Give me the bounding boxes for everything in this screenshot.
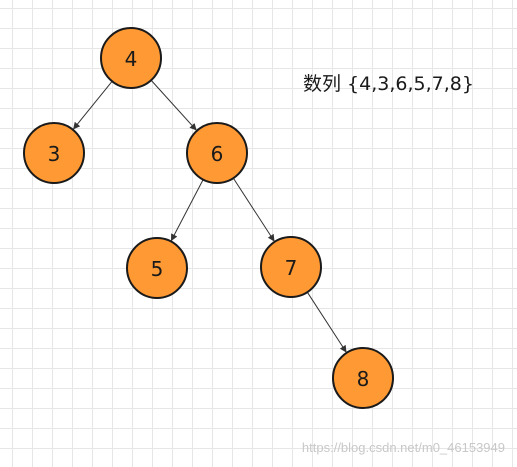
tree-node-3: 3 (23, 122, 85, 184)
node-label: 3 (48, 142, 61, 166)
node-label: 8 (357, 367, 370, 391)
node-label: 6 (211, 142, 224, 166)
edge-n4-n3 (73, 80, 113, 130)
tree-node-7: 7 (260, 236, 322, 298)
tree-node-6: 6 (186, 122, 248, 184)
edge-n7-n8 (306, 291, 347, 353)
watermark: https://blog.csdn.net/m0_46153949 (301, 440, 505, 455)
edge-n4-n6 (150, 79, 197, 131)
node-circle (126, 237, 188, 299)
tree-node-5: 5 (126, 237, 188, 299)
node-circle (100, 27, 162, 89)
tree-node-4: 4 (100, 27, 162, 89)
node-label: 4 (125, 47, 138, 71)
node-circle (260, 236, 322, 298)
edge-n6-n7 (232, 177, 275, 242)
node-circle (23, 122, 85, 184)
node-circle (186, 122, 248, 184)
edges (73, 79, 347, 353)
sequence-label: 数列 {4,3,6,5,7,8} (303, 73, 474, 95)
node-circle (332, 347, 394, 409)
tree-node-8: 8 (332, 347, 394, 409)
nodes: 4 3 6 5 7 8 (23, 27, 394, 409)
node-label: 7 (285, 256, 298, 280)
edge-n6-n5 (170, 179, 204, 242)
node-label: 5 (151, 257, 164, 281)
